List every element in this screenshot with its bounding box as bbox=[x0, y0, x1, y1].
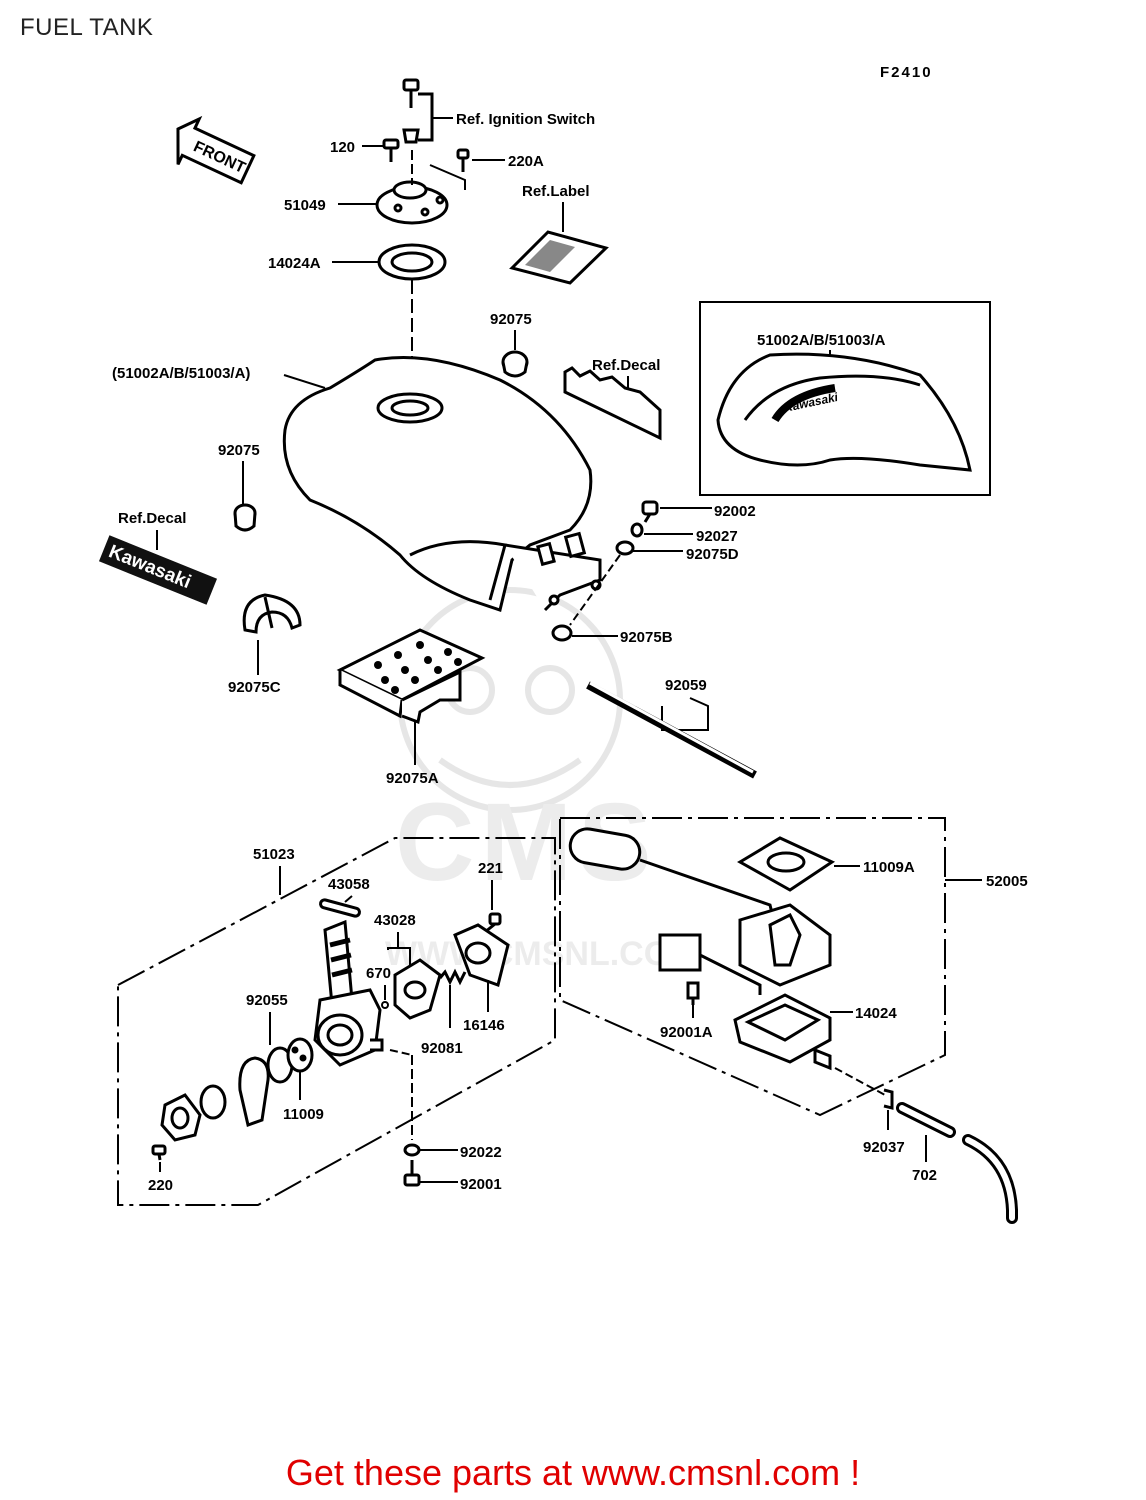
rubber-bushing-left-icon bbox=[233, 503, 257, 532]
watermark: CMS WWW.CMSNL.COM bbox=[385, 587, 699, 973]
part-11009A: 11009A bbox=[863, 859, 915, 876]
fuel-pump-box bbox=[559, 817, 946, 1117]
diaphragm-cover-icon bbox=[393, 958, 442, 1020]
part-92027: 92027 bbox=[696, 528, 738, 545]
screw-120-icon bbox=[382, 138, 400, 162]
fuel-cock-icon bbox=[313, 919, 384, 1067]
part-92075C: 92075C bbox=[228, 679, 281, 696]
part-43028: 43028 bbox=[374, 912, 416, 929]
o-ring-43058-icon bbox=[319, 898, 361, 918]
fuel-cap-icon bbox=[375, 180, 449, 225]
part-43058: 43058 bbox=[328, 876, 370, 893]
front-arrow-icon: FRONT bbox=[176, 115, 256, 185]
screw-221-icon bbox=[484, 912, 502, 934]
part-92059: 92059 bbox=[665, 677, 707, 694]
part-702: 702 bbox=[912, 1167, 937, 1184]
grommet-92075D-icon bbox=[615, 540, 635, 556]
part-92075A: 92075A bbox=[386, 770, 439, 787]
part-92075-left: 92075 bbox=[218, 442, 260, 459]
lever-icon bbox=[238, 1056, 270, 1127]
screw-220A-icon bbox=[456, 148, 470, 172]
figure-code: F2410 bbox=[880, 64, 933, 81]
ref-label: Ref.Label bbox=[522, 183, 590, 200]
part-220A: 220A bbox=[508, 153, 544, 170]
part-92075D: 92075D bbox=[686, 546, 739, 563]
part-92037: 92037 bbox=[863, 1139, 905, 1156]
rubber-mount-92075C-icon bbox=[242, 593, 302, 634]
ref-decal-left: Ref.Decal bbox=[118, 510, 186, 527]
rod-92059-icon bbox=[586, 681, 757, 779]
part-51002-inset: 51002A/B/51003/A bbox=[757, 332, 886, 349]
filter-11009-icon bbox=[286, 1037, 314, 1073]
gasket-cock-icon bbox=[160, 1084, 227, 1142]
ignition-key-icon bbox=[402, 78, 434, 144]
pump-base-14024-icon bbox=[733, 993, 832, 1071]
rubber-bushing-top-icon bbox=[501, 350, 529, 378]
part-51049: 51049 bbox=[284, 197, 326, 214]
part-14024: 14024 bbox=[855, 1005, 897, 1022]
spring-92081-icon bbox=[438, 968, 467, 986]
part-51023: 51023 bbox=[253, 846, 295, 863]
part-120: 120 bbox=[330, 139, 355, 156]
part-92075B: 92075B bbox=[620, 629, 673, 646]
decal-strip-icon bbox=[563, 366, 662, 441]
bolt-92002-icon bbox=[641, 500, 659, 523]
rubber-pad-92075A-icon bbox=[336, 628, 486, 725]
part-92002: 92002 bbox=[714, 503, 756, 520]
fuel-tank-icon bbox=[282, 356, 602, 612]
washer-92027-icon bbox=[630, 522, 644, 538]
part-16146: 16146 bbox=[463, 1017, 505, 1034]
ref-label-sticker-icon bbox=[509, 230, 609, 285]
part-92022: 92022 bbox=[460, 1144, 502, 1161]
grommet-92075B-icon bbox=[551, 624, 573, 642]
clamp-92037-icon bbox=[883, 1088, 894, 1110]
part-92055: 92055 bbox=[246, 992, 288, 1009]
ref-ignition-switch: Ref. Ignition Switch bbox=[456, 111, 595, 128]
gasket-11009A-icon bbox=[737, 836, 836, 892]
part-92075-top: 92075 bbox=[490, 311, 532, 328]
footer-link[interactable]: Get these parts at www.cmsnl.com ! bbox=[285, 1452, 861, 1493]
part-92001: 92001 bbox=[460, 1176, 502, 1193]
ref-decal-right: Ref.Decal bbox=[592, 357, 660, 374]
part-92001A: 92001A bbox=[660, 1024, 713, 1041]
page-title: FUEL TANK bbox=[20, 14, 154, 41]
fuel-tap-box bbox=[117, 837, 556, 1206]
screw-220-icon bbox=[151, 1144, 167, 1161]
part-220: 220 bbox=[148, 1177, 173, 1194]
cap-gasket-icon bbox=[377, 243, 447, 281]
fuel-gauge-sender-icon bbox=[568, 827, 832, 995]
part-14024A: 14024A bbox=[268, 255, 321, 272]
cover-16146-icon bbox=[453, 923, 510, 987]
washer-92022-icon bbox=[403, 1143, 421, 1157]
part-92081: 92081 bbox=[421, 1040, 463, 1057]
bolt-92001A-icon bbox=[686, 981, 700, 1005]
part-51002-paren: (51002A/B/51003/A) bbox=[112, 365, 250, 382]
part-11009: 11009 bbox=[283, 1106, 324, 1123]
watermark-url: WWW.CMSNL.COM bbox=[385, 935, 699, 973]
inset-tank-icon bbox=[716, 352, 972, 472]
part-52005: 52005 bbox=[986, 873, 1028, 890]
part-221: 221 bbox=[478, 860, 503, 877]
bolt-92001-icon bbox=[403, 1160, 421, 1187]
part-670: 670 bbox=[366, 965, 391, 982]
